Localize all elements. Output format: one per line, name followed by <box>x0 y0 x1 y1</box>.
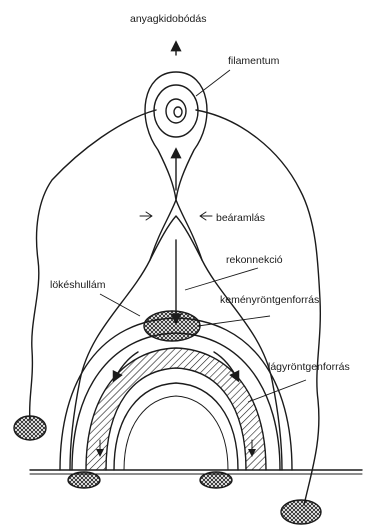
label-inflow: beáramlás <box>216 212 265 224</box>
label-shock: lökéshullám <box>50 279 106 291</box>
soft-xray-arch <box>86 348 266 470</box>
label-ejection: anyagkidobódás <box>130 13 206 25</box>
label-hard-xray: keményröntgenforrás <box>220 294 319 306</box>
label-reconnection: rekonnekció <box>226 254 283 266</box>
label-filament: filamentum <box>228 55 280 67</box>
inner-loops <box>114 383 238 470</box>
label-soft-xray: lágyröntgenforrás <box>268 361 350 373</box>
